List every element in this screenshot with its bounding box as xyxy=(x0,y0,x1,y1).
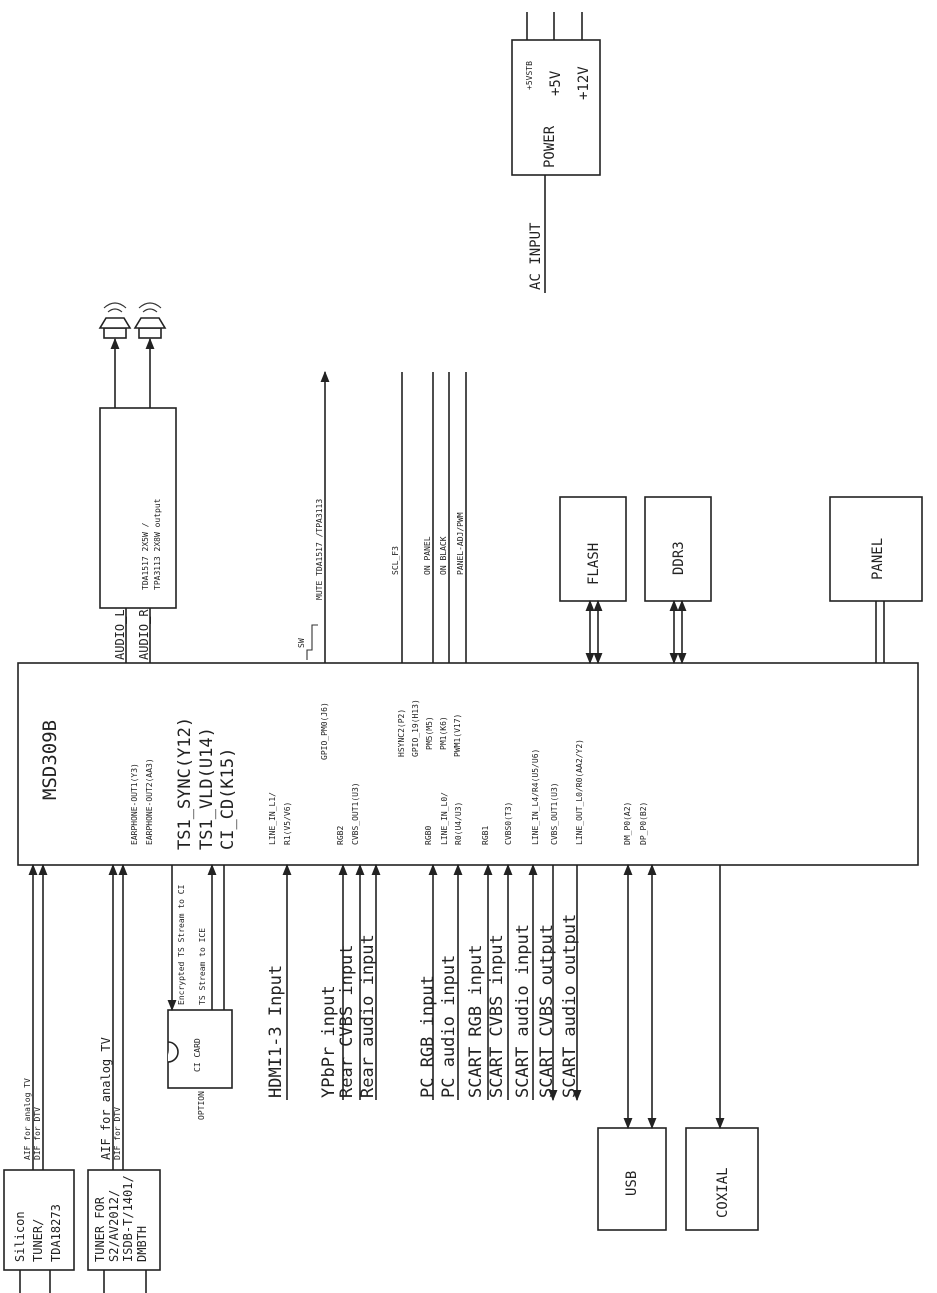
usb-box xyxy=(597,1127,667,1231)
chip-name: MSD309B xyxy=(39,720,61,800)
pin-rgb1: RGB1 xyxy=(481,826,490,845)
scart-audio-in-label: SCART audio input xyxy=(513,924,533,1098)
pin-pm1: PM1(K6) xyxy=(439,716,448,750)
ypbpr-label: YPbPr input xyxy=(319,985,339,1098)
tuner2-box xyxy=(87,1169,161,1271)
scart-audio-out-label: SCART audio output xyxy=(560,914,580,1098)
power-box xyxy=(511,39,601,176)
pc-audio-label: PC audio input xyxy=(439,955,459,1098)
scart-cvbs-label: SCART CVBS input xyxy=(487,934,507,1098)
pin-gpio-pm0: GPIO_PM0(J6) xyxy=(320,702,329,760)
hdmi-label: HDMI1-3 Input xyxy=(266,965,286,1098)
pin-rgb2: RGB2 xyxy=(336,826,345,845)
tuner1-aif: AIF for analog TV xyxy=(23,1078,32,1160)
pin-rgb0: RGB0 xyxy=(424,826,433,845)
rear-audio-label: Rear audio input xyxy=(358,934,378,1098)
pin-cvbs-out1-b: CVBS_OUT1(U3) xyxy=(550,782,559,845)
scart-cvbs-out-label: SCART CVBS output xyxy=(537,924,557,1098)
pin-earphone-out1: EARPHONE-OUT1(Y3) xyxy=(130,763,139,845)
ci-stream-in: Encrypted TS Stream to CI xyxy=(177,884,186,1005)
sw-label: SW xyxy=(297,638,306,648)
pin-gpio-19: GPIO_19(H13) xyxy=(411,699,420,757)
ci-card-label: CI CARD xyxy=(193,1038,202,1072)
pin-r0: R0(U4/U3) xyxy=(454,802,463,845)
speaker-icon xyxy=(98,302,132,339)
audio-r-label: AUDIO_R xyxy=(137,609,151,660)
scl-label: SCL_F3 xyxy=(391,546,400,575)
panel-label: PANEL xyxy=(870,538,886,580)
pin-ci-cd: CI_CD(K15) xyxy=(218,748,238,850)
tuner1-box xyxy=(3,1169,75,1271)
tuner2-dif: DIF for DTV xyxy=(113,1107,122,1160)
mute-label: MUTE TDA1517 /TPA3113 xyxy=(315,499,324,600)
tuner1-line2: TUNER/ xyxy=(31,1219,45,1262)
tuner1-line3: TDA18273 xyxy=(49,1204,63,1262)
pin-line-in-l4: LINE_IN_L4/R4(U5/U6) xyxy=(531,749,540,845)
ddr3-label: DDR3 xyxy=(671,541,687,575)
ci-card-box xyxy=(167,1009,233,1089)
amp-line2: TPA3113 2X8W output xyxy=(153,498,162,590)
pin-ts1-sync: TS1_SYNC(Y12) xyxy=(175,717,195,850)
pc-rgb-label: PC RGB input xyxy=(418,975,438,1098)
tuner2-aif: AIF for analog TV xyxy=(99,1037,113,1160)
pin-ts1-vld: TS1_VLD(U14) xyxy=(197,727,217,850)
pin-cvbs0: CVBS0(T3) xyxy=(504,802,513,845)
ac-input-label: AC INPUT xyxy=(528,222,544,290)
power-5vstb: +5VSTB xyxy=(525,61,534,90)
audio-l-label: AUDIO_L xyxy=(113,609,127,660)
tuner2-line1: TUNER FOR xyxy=(93,1196,107,1262)
flash-label: FLASH xyxy=(586,543,602,585)
sw-symbol xyxy=(306,624,318,660)
usb-label: USB xyxy=(624,1171,640,1196)
panel-adj-label: PANEL-ADJ/PWM xyxy=(456,512,465,575)
pin-pm5: PM5(M5) xyxy=(425,716,434,750)
speaker-icon xyxy=(133,302,167,339)
coxial-box xyxy=(685,1127,759,1231)
chip-box xyxy=(17,662,919,866)
tuner1-line1: Silicon xyxy=(13,1211,27,1262)
pin-r1: R1(V5/V6) xyxy=(283,802,292,845)
rear-cvbs-label: Rear CVBS input xyxy=(337,944,357,1098)
ddr3-box xyxy=(644,496,712,602)
flash-box xyxy=(559,496,627,602)
pin-dp-p0: DP_P0(B2) xyxy=(639,802,648,845)
pin-line-in-l0: LINE_IN_L0/ xyxy=(440,792,449,845)
tuner2-line3: ISDB-T/1401/ xyxy=(121,1175,135,1262)
panel-box xyxy=(829,496,923,602)
pin-hsync2: HSYNC2(P2) xyxy=(397,709,406,757)
ci-stream-out: TS Stream to ICE xyxy=(198,928,207,1005)
tuner2-line2: S2/AV2012/ xyxy=(107,1190,121,1262)
power-5v: +5V xyxy=(548,70,564,96)
power-label: POWER xyxy=(542,125,558,168)
amp-box xyxy=(99,407,177,609)
coxial-label: COXIAL xyxy=(715,1167,731,1218)
amp-line1: TDA1517 2X5W / xyxy=(141,522,150,590)
pin-earphone-out2: EARPHONE-OUT2(AA3) xyxy=(145,758,154,845)
option-label: OPTION xyxy=(197,1091,206,1120)
on-panel-label: ON PANEL xyxy=(423,536,432,575)
scart-rgb-label: SCART RGB input xyxy=(466,944,486,1098)
pin-pwm1: PWM1(V17) xyxy=(453,714,462,757)
on-black-label: ON BLACK xyxy=(439,536,448,575)
tuner2-line4: DMBTH xyxy=(135,1226,149,1262)
pin-line-in-l1: LINE_IN_L1/ xyxy=(268,792,277,845)
pin-dm-p0: DM_P0(A2) xyxy=(623,802,632,845)
tuner1-dif: DIF for DTV xyxy=(33,1107,42,1160)
power-12v: +12V xyxy=(576,66,592,100)
pin-cvbs-out1: CVBS_OUT1(U3) xyxy=(351,782,360,845)
pin-line-out: LINE_OUT_L0/R0(AA2/Y2) xyxy=(575,739,584,845)
